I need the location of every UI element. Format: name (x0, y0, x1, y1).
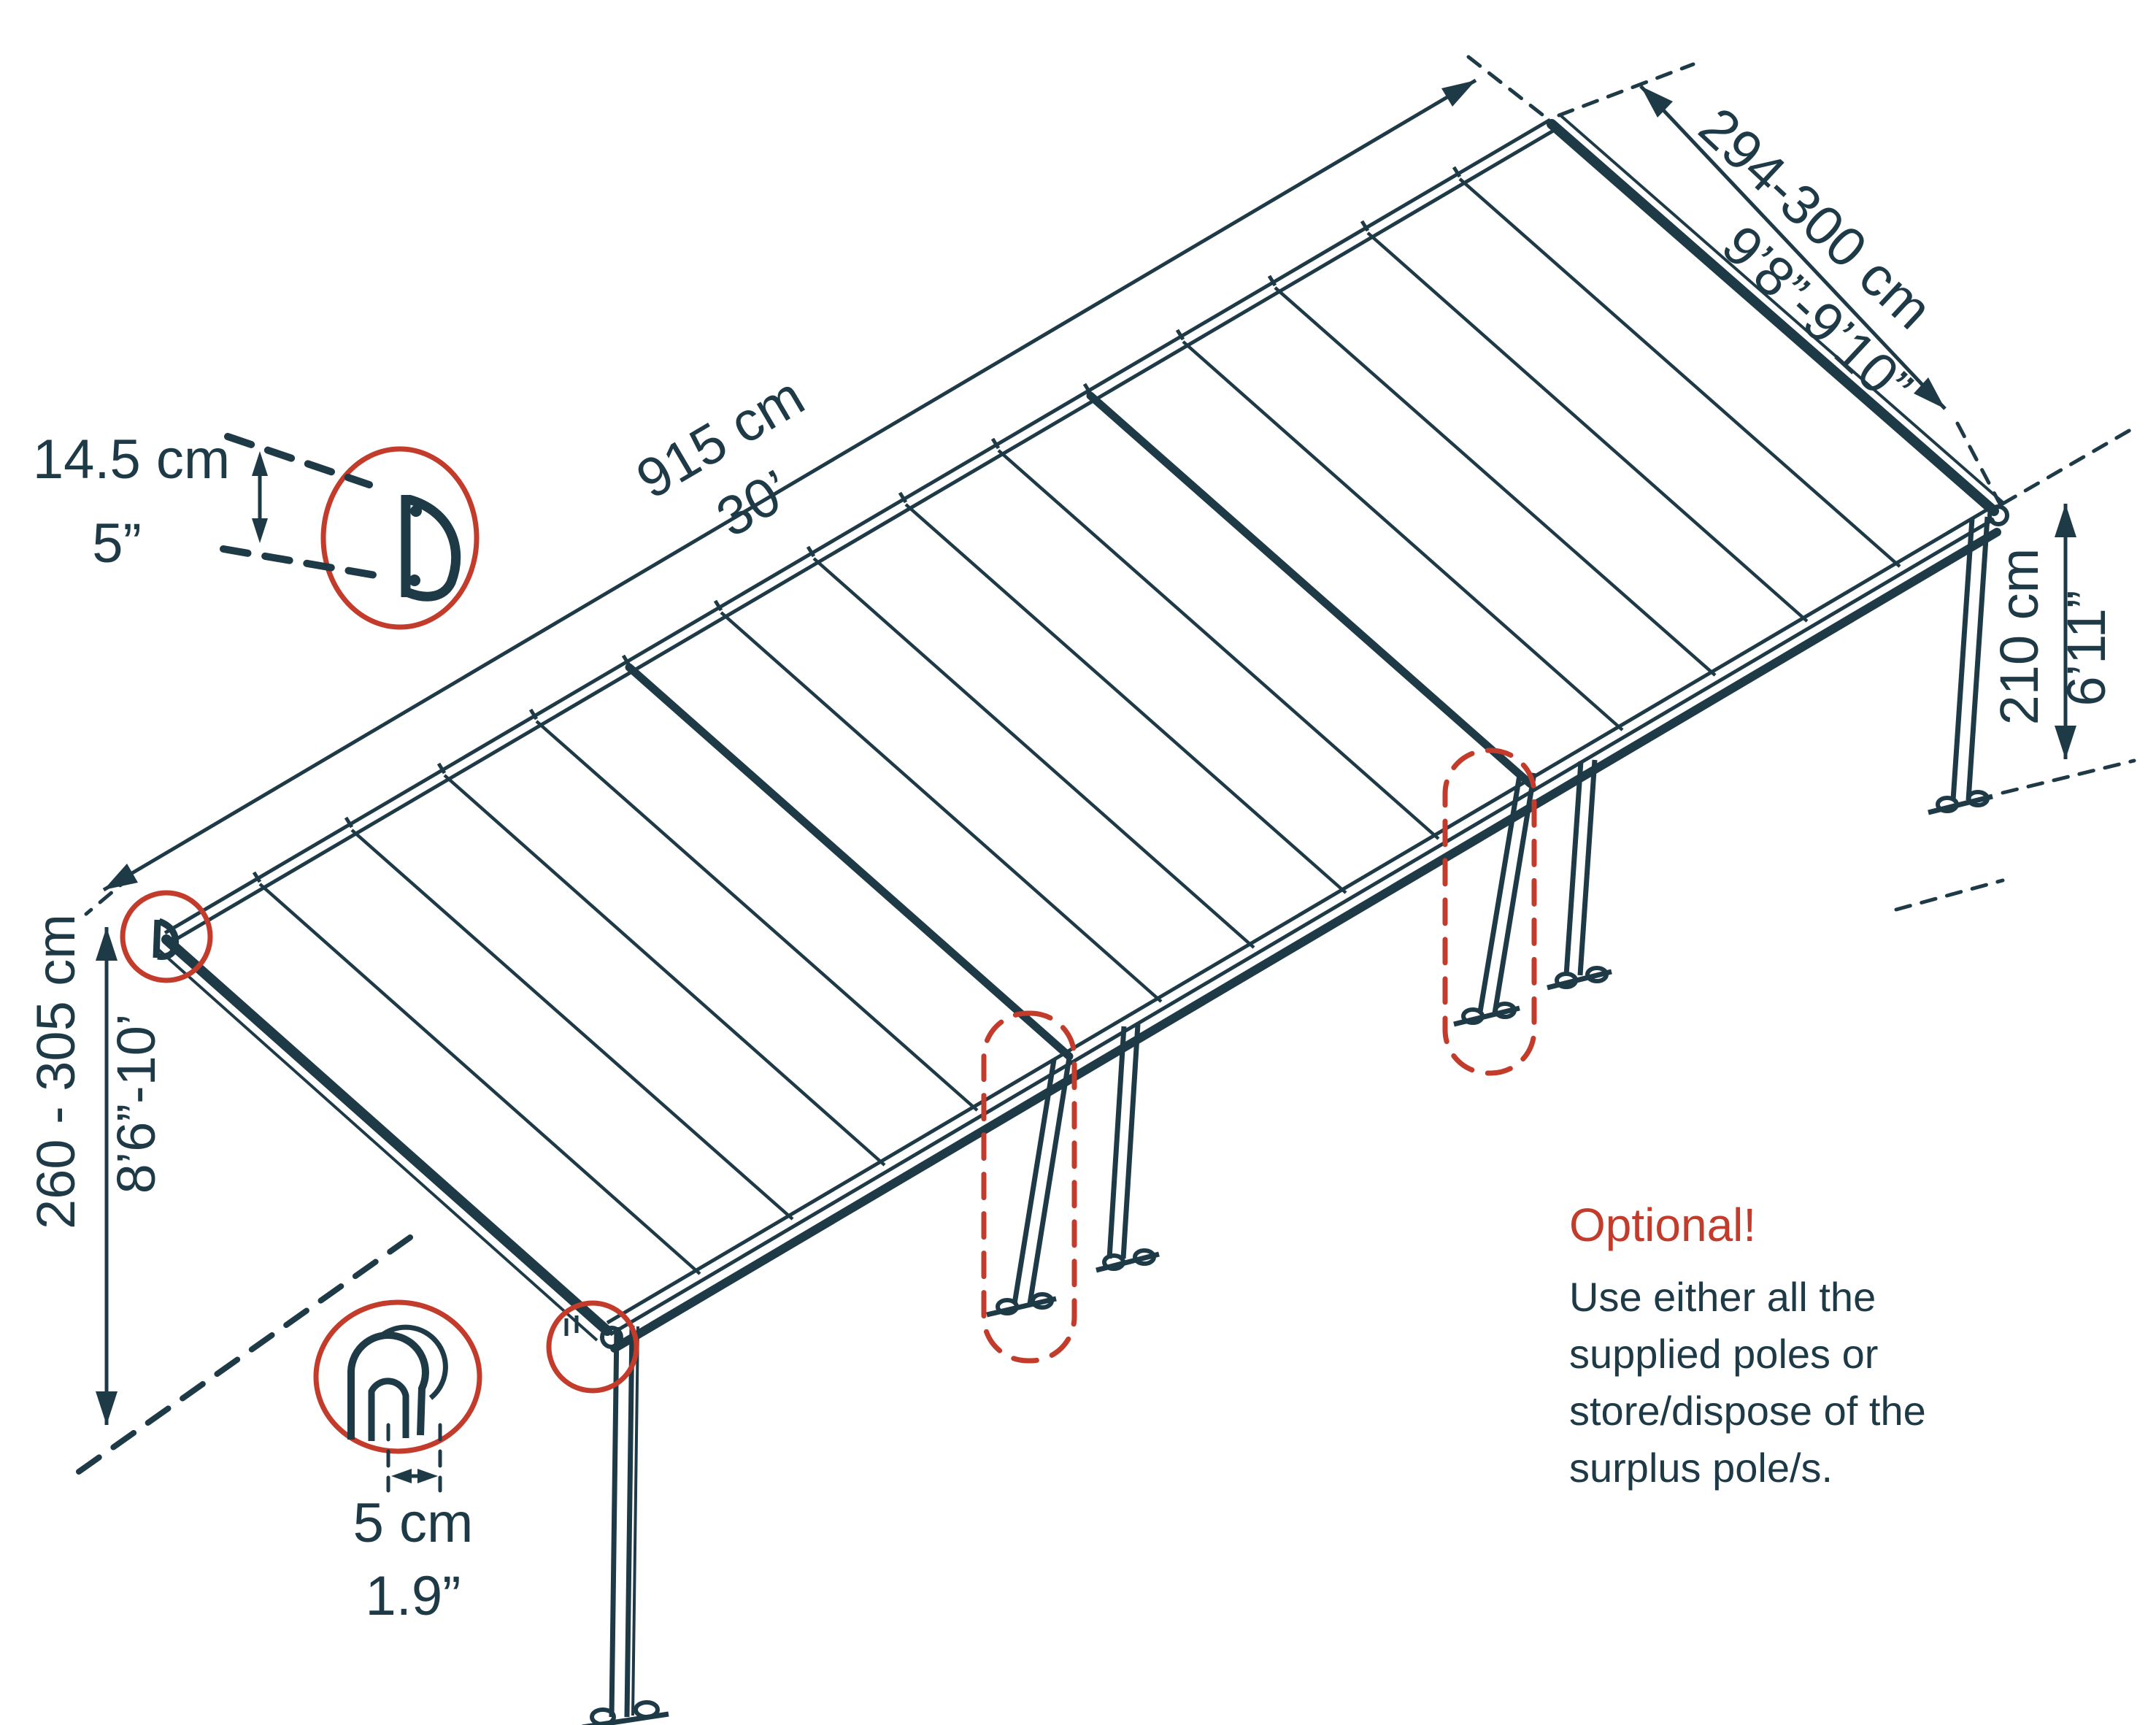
gutter-beam (606, 505, 2001, 1353)
optional-note-line: Use either all the (1569, 1274, 1876, 1320)
pole-width-imperial-label: 1.9” (366, 1565, 461, 1627)
optional-note-line: store/dispose of the (1569, 1388, 1926, 1434)
width-arrow (391, 1469, 438, 1483)
back-height-metric-label: 260 - 305 cm (26, 914, 86, 1229)
post-mid-back-optional (1453, 772, 1537, 1027)
pole-width-metric-label: 5 cm (353, 1492, 474, 1554)
pole-profile-icon (347, 1324, 448, 1441)
detail-callout-pole-profile: 5 cm 1.9” (313, 1299, 482, 1627)
panel-clip-ticks (252, 166, 1462, 883)
gutter-end-profile (153, 918, 180, 960)
leader-lines (220, 433, 379, 579)
roof-structure (153, 114, 2009, 1353)
dimension-front-height: 210 cm 6’11” (1894, 426, 2136, 912)
post-mid-back (1547, 759, 1612, 991)
optional-note-line: surplus pole/s. (1569, 1445, 1833, 1491)
front-left-corner-highlight (546, 1300, 639, 1394)
left-rafter (161, 934, 612, 1336)
back-edge (163, 118, 1556, 945)
optional-note: Optional! Use either all the supplied po… (1569, 1199, 1926, 1491)
back-left-corner-highlight (120, 890, 213, 983)
front-height-imperial-label: 6’11” (2056, 590, 2117, 706)
support-posts (582, 516, 1993, 1725)
panel-dividers (258, 177, 1901, 1275)
post-foot (1096, 1248, 1160, 1273)
front-right-corner-cap (1987, 504, 2009, 526)
post-foot (1928, 790, 1993, 815)
ground-reference-line (76, 1229, 420, 1475)
post-foot (1547, 966, 1612, 991)
optional-pole-marker-front (981, 1010, 1077, 1364)
optional-note-line: supplied poles or (1569, 1331, 1878, 1377)
post-mid-front (1096, 1023, 1160, 1273)
post-front-right (1928, 516, 1993, 815)
beam-profile-imperial-label: 5” (92, 512, 142, 575)
front-left-corner-cap (564, 1315, 623, 1349)
optional-note-title: Optional! (1569, 1199, 1756, 1251)
detail-callout-beam-profile: 14.5 cm 5” (33, 429, 480, 630)
unit-connector-profiles (625, 391, 1535, 1061)
beam-profile-metric-label: 14.5 cm (33, 429, 230, 491)
post-foot (986, 1292, 1057, 1318)
optional-pole-marker-back (1442, 748, 1537, 1076)
dimension-depth: 294-300 cm 9’8”-9’10” (1557, 62, 2002, 506)
dimension-back-height: 260 - 305 cm 8’6”-10’ (26, 914, 420, 1475)
post-foot (1453, 1002, 1520, 1027)
extension-lines (386, 1423, 442, 1493)
dimension-length: 915 cm 30’ (84, 55, 1551, 916)
post-mid-front-optional (986, 1057, 1072, 1318)
front-height-metric-label: 210 cm (1989, 548, 2049, 726)
height-arrow (252, 451, 268, 543)
back-height-imperial-label: 8’6”-10’ (106, 1014, 166, 1194)
post-front-left (582, 1325, 669, 1725)
right-rafter (1547, 119, 1999, 516)
post-foot (582, 1700, 669, 1725)
beam-profile-icon (401, 494, 461, 602)
